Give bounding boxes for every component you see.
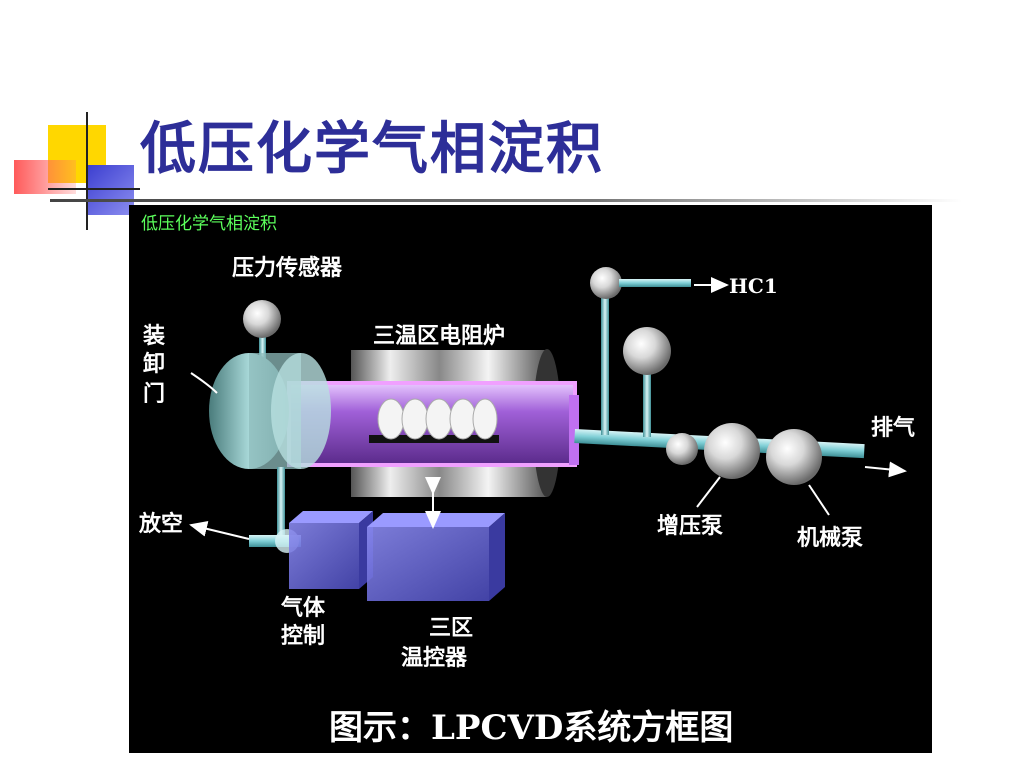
panel-title: 低压化学气相淀积 <box>141 214 277 234</box>
load-door <box>190 353 331 469</box>
pressure-gauge-2 <box>623 327 671 437</box>
label-gas-control-1: 气体 <box>280 595 326 621</box>
label-temp-controller-1: 三区 <box>429 615 473 641</box>
slide-title: 低压化学气相淀积 <box>140 117 604 182</box>
title-rule <box>50 199 962 202</box>
label-load-door-3: 门 <box>143 381 165 407</box>
label-gas-control-2: 控制 <box>281 623 325 649</box>
temp-controller-box <box>367 477 505 601</box>
deco-vertical-line <box>86 112 88 230</box>
label-load-door-1: 装 <box>143 323 165 349</box>
label-booster-pump: 增压泵 <box>657 513 723 539</box>
lpcvd-diagram: 低压化学气相淀积 <box>138 214 915 748</box>
reaction-tube <box>287 381 579 467</box>
hcl-branch <box>590 267 729 435</box>
label-hcl: HC1 <box>729 274 778 298</box>
deco-horizontal-line <box>48 188 140 190</box>
label-temp-controller-2: 温控器 <box>401 645 468 671</box>
lpcvd-diagram-panel: 低压化学气相淀积 <box>129 205 932 753</box>
deco-blue-square <box>88 165 134 215</box>
label-pressure-sensor: 压力传感器 <box>232 255 343 281</box>
label-exhaust: 排气 <box>871 415 915 441</box>
mechanical-pump <box>766 429 830 516</box>
booster-pump <box>666 423 760 508</box>
label-furnace: 三温区电阻炉 <box>373 323 505 349</box>
gas-control-box <box>289 511 373 589</box>
label-vent: 放空 <box>138 511 183 537</box>
gas-inlet-pipe <box>189 467 301 553</box>
label-load-door-2: 卸 <box>143 351 165 377</box>
wafer-boat <box>369 398 499 443</box>
label-mechanical-pump: 机械泵 <box>797 525 863 551</box>
diagram-caption: 图示：LPCVD系统方框图 <box>329 708 733 748</box>
